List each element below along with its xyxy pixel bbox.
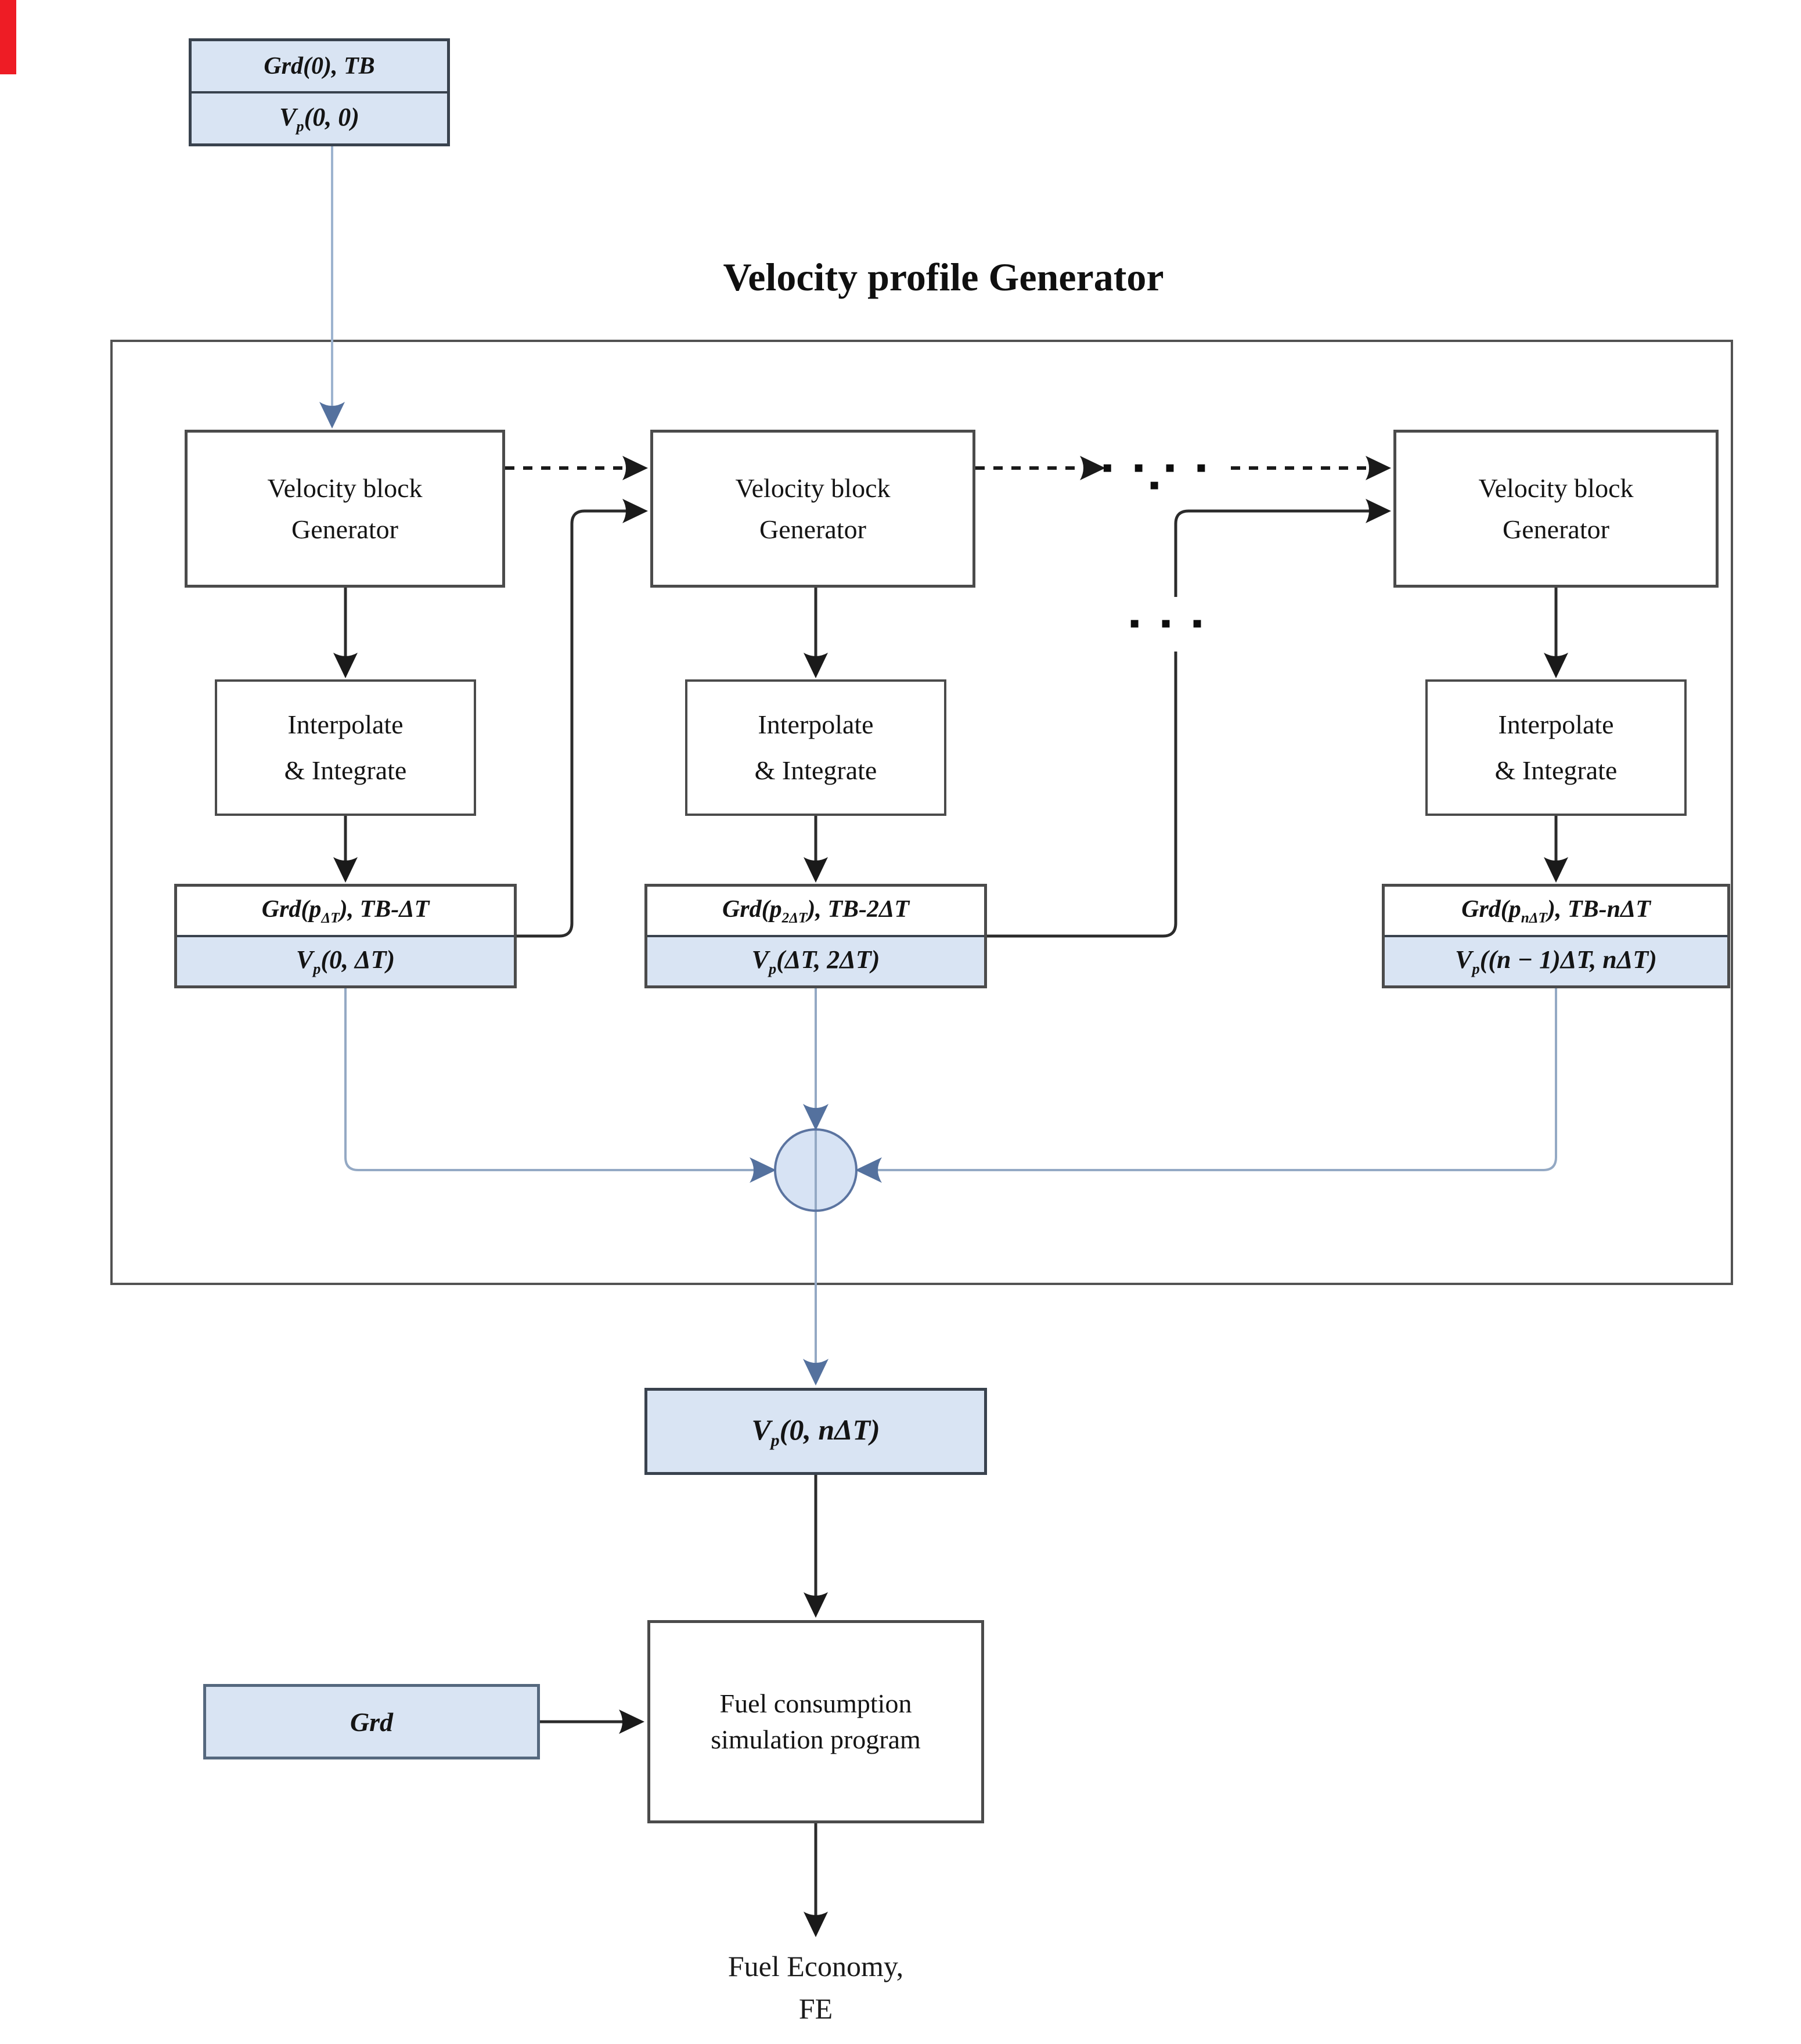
ii3-line1: Interpolate xyxy=(1498,710,1614,740)
interpolate-integrate-1: Interpolate & Integrate xyxy=(215,679,476,816)
red-margin-mark xyxy=(0,0,16,74)
blue-arrowheads xyxy=(319,402,882,1386)
vbg3-line1: Velocity block xyxy=(1478,473,1634,503)
result-box-2: Grd(p2ΔT), TB-2ΔT Vp(ΔT, 2ΔT) xyxy=(644,884,987,988)
black-arrowheads xyxy=(333,456,1568,1937)
result1-vp-label: Vp(0, ΔT) xyxy=(177,935,514,985)
vbg3-line2: Generator xyxy=(1503,514,1609,544)
initial-vp-label: Vp(0, 0) xyxy=(192,91,447,143)
result1-grd-label: Grd(pΔT), TB-ΔT xyxy=(261,895,430,926)
ii2-line2: & Integrate xyxy=(754,755,877,785)
fuel-simulation-box: Fuel consumption simulation program xyxy=(647,1620,984,1823)
output-line1: Fuel Economy, xyxy=(727,1950,904,1982)
ii1-line1: Interpolate xyxy=(287,710,404,740)
result-box-3: Grd(pnΔT), TB-nΔT Vp((n − 1)ΔT, nΔT) xyxy=(1382,884,1730,988)
fuel-box-line1: Fuel consumption xyxy=(719,1688,912,1718)
result2-grd-label: Grd(p2ΔT), TB-2ΔT xyxy=(722,895,910,926)
ii2-line1: Interpolate xyxy=(758,710,874,740)
velocity-block-generator-2: Velocity block Generator xyxy=(650,430,975,588)
solid-arrows xyxy=(344,509,1558,1915)
result-box-1: Grd(pΔT), TB-ΔT Vp(0, ΔT) xyxy=(174,884,517,988)
velocity-block-generator-1: Velocity block Generator xyxy=(185,430,505,588)
initial-conditions-box: Grd(0), TB Vp(0, 0) xyxy=(189,38,450,146)
diagram-title: Velocity profile Generator xyxy=(723,255,1164,299)
interpolate-integrate-3: Interpolate & Integrate xyxy=(1425,679,1687,816)
ii1-line2: & Integrate xyxy=(284,755,407,785)
vbg1-line2: Generator xyxy=(291,514,398,544)
result3-vp-label: Vp((n − 1)ΔT, nΔT) xyxy=(1385,935,1727,985)
fuel-box-line2: simulation program xyxy=(711,1725,921,1754)
feedback-line-ellipsis: ▪ ▪ ▪ xyxy=(1129,614,1211,632)
initial-grd-label: Grd(0), TB xyxy=(264,53,375,80)
vbg1-line1: Velocity block xyxy=(267,473,423,503)
velocity-profile-generator-frame xyxy=(110,340,1733,1285)
merge-lines xyxy=(331,146,1557,1363)
vbg2-line2: Generator xyxy=(759,514,866,544)
vbg2-line1: Velocity block xyxy=(735,473,891,503)
result3-grd-label: Grd(pnΔT), TB-nΔT xyxy=(1461,895,1651,926)
result2-vp-label: Vp(ΔT, 2ΔT) xyxy=(647,935,984,985)
interpolate-integrate-2: Interpolate & Integrate xyxy=(685,679,946,816)
grd-input-box: Grd xyxy=(203,1684,540,1759)
dashed-chain-ellipsis: ▪ ▪ ▪ ▪ ▪ xyxy=(1102,459,1215,494)
final-profile-box: Vp(0, nΔT) xyxy=(644,1388,987,1475)
velocity-block-generator-3: Velocity block Generator xyxy=(1393,430,1719,588)
output-line2: FE xyxy=(798,1992,833,2025)
ii3-line2: & Integrate xyxy=(1494,755,1618,785)
fuel-economy-output-label: Fuel Economy, FE xyxy=(642,1945,990,2029)
